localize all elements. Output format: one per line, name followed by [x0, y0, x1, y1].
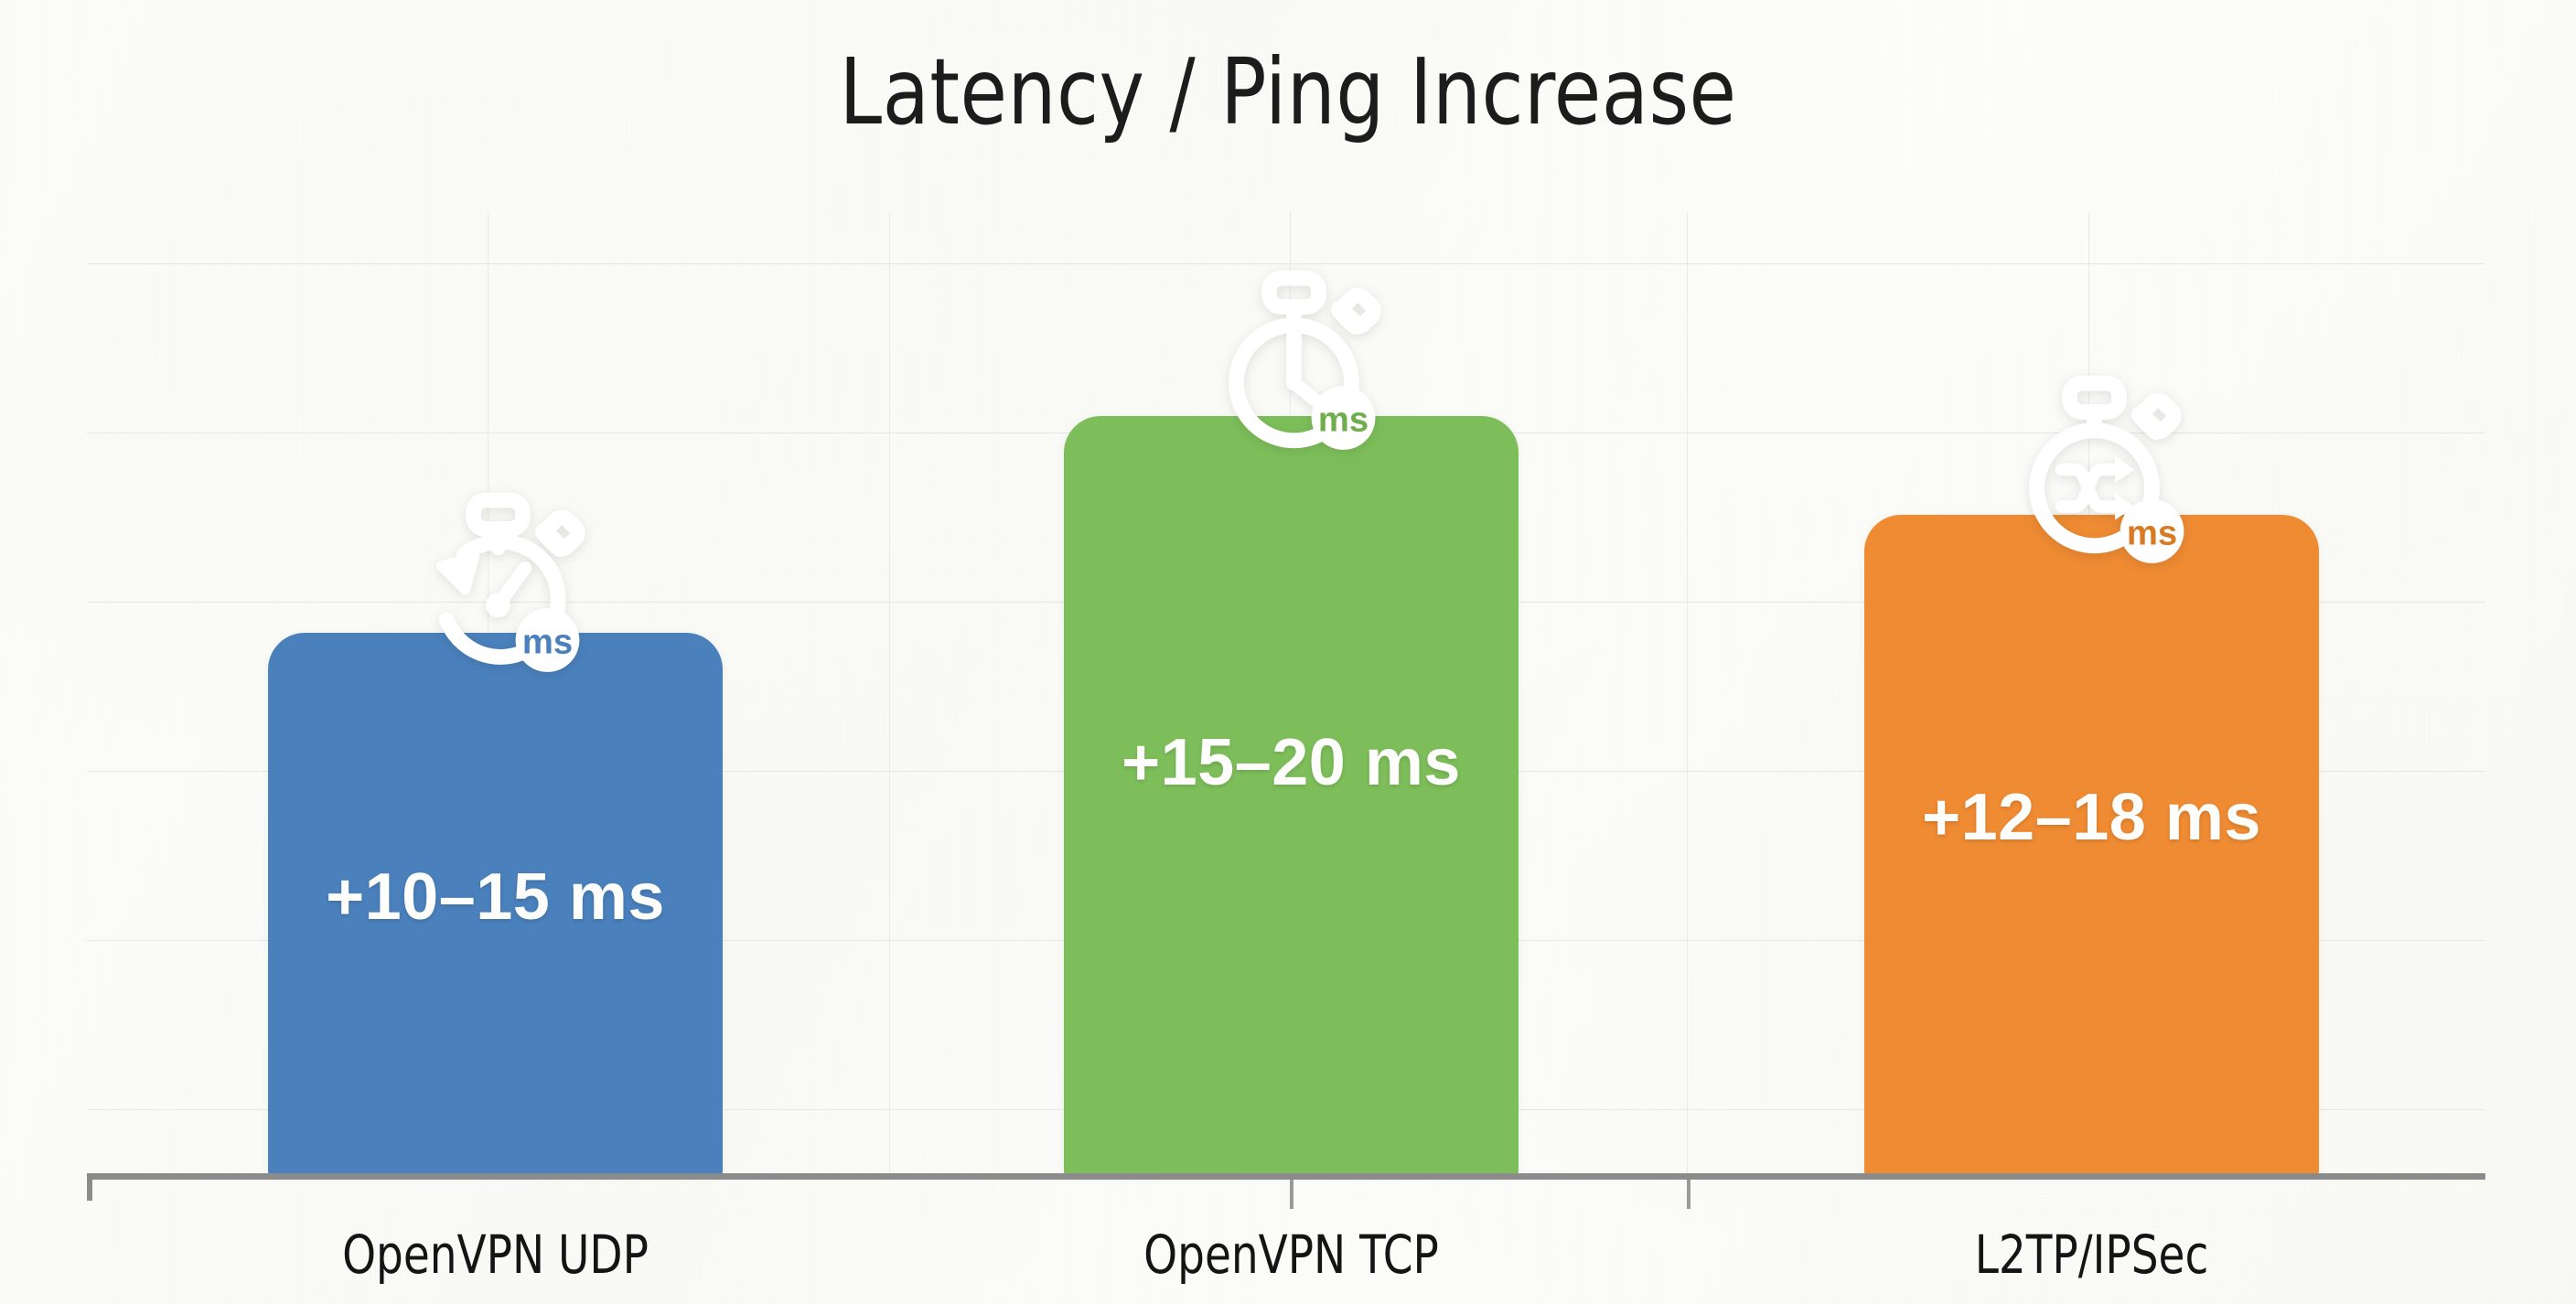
page-title: Latency / Ping Increase — [839, 38, 1737, 145]
x-axis-label-l2tp-ipsec: L2TP/IPSec — [1974, 1224, 2209, 1286]
x-axis-tick — [1687, 1180, 1690, 1209]
bar-value-label: +10–15 ms — [326, 860, 665, 934]
bar-openvpn-udp[interactable]: +10–15 ms — [268, 633, 723, 1175]
x-axis-label-openvpn-udp: OpenVPN UDP — [342, 1224, 649, 1286]
bar-l2tp-ipsec[interactable]: +12–18 ms — [1864, 515, 2319, 1175]
gridline-vertical — [1687, 212, 1688, 1175]
x-axis-tick — [1290, 1180, 1293, 1209]
x-axis-line — [87, 1173, 2485, 1180]
bar-value-label: +15–20 ms — [1122, 726, 1461, 799]
gridline-vertical — [889, 212, 890, 1175]
gridline-horizontal — [87, 263, 2485, 264]
x-axis-start-cap — [87, 1173, 92, 1201]
bar-value-label: +12–18 ms — [1922, 781, 2261, 854]
bar-openvpn-tcp[interactable]: +15–20 ms — [1064, 416, 1519, 1175]
x-axis-label-openvpn-tcp: OpenVPN TCP — [1143, 1224, 1439, 1286]
